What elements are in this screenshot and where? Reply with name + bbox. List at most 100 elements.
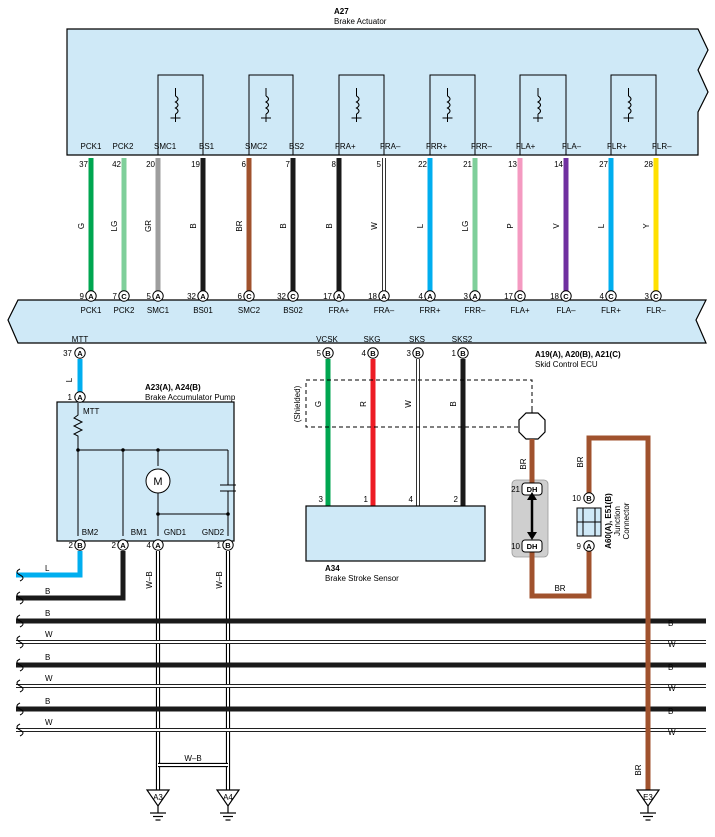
coil-icon-0 — [174, 95, 179, 115]
ecu-mtt-label: MTT — [72, 335, 89, 344]
bus-break-2 — [16, 658, 24, 672]
ecu-top-terminal-label-2: SMC1 — [147, 306, 170, 315]
brake-accumulator-pump-box — [56, 401, 235, 542]
pump-wire-break-0 — [16, 568, 24, 582]
actuator-terminal-label-FRR+: FRR+ — [426, 142, 447, 151]
brake-stroke-sensor-box — [305, 505, 486, 562]
ecu-top-pin-circle-1 — [118, 290, 130, 302]
pump-pin-circle-GND2-letter: B — [225, 541, 231, 550]
ecu-top-terminal-label-4: SMC2 — [238, 306, 261, 315]
bus-break-0 — [16, 614, 24, 628]
pump-pin-label-BM1: BM1 — [131, 528, 148, 537]
pump-pin-label-BM2: BM2 — [82, 528, 99, 537]
ecu-top-pin-circle-4-letter: C — [246, 292, 252, 301]
actuator-pin-PCK2: 42 — [112, 160, 121, 169]
brake-actuator-box — [66, 28, 709, 156]
ecu-top-pin-circle-3 — [197, 290, 209, 302]
actuator-pin-FLR–: 28 — [644, 160, 653, 169]
actuator-terminal-label-FLR–: FLR– — [652, 142, 672, 151]
bus-break-1 — [16, 635, 24, 649]
ground-a4-label: A4 — [223, 793, 233, 802]
actuator-pin-FLA+: 13 — [508, 160, 517, 169]
junction-name-2: Connector — [622, 502, 631, 539]
actuator-pin-FRA–: 5 — [377, 160, 382, 169]
thermistor-icon — [72, 403, 84, 450]
pump-pin-number-GND1: 4 — [147, 541, 152, 550]
junction-name-1: Junction — [613, 506, 622, 536]
ecu-top-terminal-label-9: FRR– — [465, 306, 486, 315]
ecu-top-pin-circle-11 — [560, 290, 572, 302]
ecu-top-pin-circle-8 — [424, 290, 436, 302]
ground-a4-triangle — [215, 789, 241, 808]
bus-break-4 — [16, 702, 24, 716]
wire-gnd1-color-label: W–B — [145, 571, 154, 588]
ground-a3-label: A3 — [153, 793, 163, 802]
splice-bottom-code: DH — [527, 542, 538, 551]
ecu-mtt-pin-circle-letter: A — [77, 349, 83, 358]
ecu-mtt-pin-number: 37 — [63, 349, 72, 358]
pump-pin-circle-BM1-letter: A — [120, 541, 126, 550]
bus-wire-left-label-3: W — [45, 674, 53, 683]
ecu-top-terminal-label-3: BS01 — [193, 306, 213, 315]
pump-pin-label-GND2: GND2 — [202, 528, 225, 537]
actuator-terminal-label-BS1: BS1 — [199, 142, 215, 151]
wire-br-label-3: BR — [554, 584, 565, 593]
shield-ground-octagon-icon — [518, 412, 546, 440]
pump-top-pin-circle-letter: A — [77, 393, 83, 402]
bus-wire-right-label-2: B — [668, 663, 673, 672]
ecu-top-pin-circle-0 — [85, 290, 97, 302]
coil-icon-4 — [536, 95, 542, 115]
actuator-pin-FLA–: 14 — [554, 160, 563, 169]
pump-pin-circle-BM2 — [74, 539, 86, 551]
wire-color-label-BS1: B — [189, 223, 198, 228]
sensor-pin-number-VCSK: 3 — [319, 495, 324, 504]
node-5 — [156, 512, 160, 516]
actuator-pin-SMC1: 20 — [146, 160, 155, 169]
ecu-top-pin-circle-12-letter: C — [608, 292, 614, 301]
coil-frame-2 — [338, 74, 385, 155]
splice-arrow-up-icon — [527, 492, 537, 500]
ecu-top-terminal-label-11: FLA– — [556, 306, 576, 315]
ecu-top-pin-number-0: 9 — [80, 292, 85, 301]
ecu-top-pin-circle-7-letter: A — [381, 292, 387, 301]
ecu-top-terminal-label-5: BS02 — [283, 306, 303, 315]
wire-sensor-color-SKS1: W — [404, 400, 413, 408]
splice-arrow-down-icon — [527, 532, 537, 540]
wire-color-label-FLR+: L — [597, 223, 606, 228]
coil-frame-1 — [248, 74, 294, 155]
wire-br-ground — [586, 435, 651, 790]
sensor-pin-number-SKG: 1 — [364, 495, 369, 504]
wire-sensor-color-SKS2: B — [449, 401, 458, 406]
actuator-pin-FLR+: 27 — [599, 160, 608, 169]
ecu-top-pin-number-7: 18 — [368, 292, 377, 301]
ecu-top-pin-circle-3-letter: A — [200, 292, 206, 301]
ecu-top-pin-circle-5-letter: C — [290, 292, 296, 301]
ecu-top-pin-number-5: 32 — [277, 292, 286, 301]
ecu-sensor-pin-circle-SKS2-letter: B — [460, 349, 466, 358]
ecu-top-pin-circle-13-letter: C — [653, 292, 659, 301]
pump-pin-circle-BM2-letter: B — [77, 541, 83, 550]
bus-break-5 — [16, 723, 24, 737]
coil-icon-3 — [446, 95, 451, 115]
pump-pin-circle-GND1 — [152, 539, 164, 551]
ecu-top-pin-circle-6-letter: A — [336, 292, 342, 301]
ecu-top-pin-circle-9 — [469, 290, 481, 302]
coil-icon-2 — [355, 95, 360, 115]
wire-sensor-color-VCSK: G — [314, 401, 323, 407]
wire-color-label-SMC1: GR — [144, 220, 153, 232]
actuator-terminal-label-FRA+: FRA+ — [335, 142, 356, 151]
wire-br-label-1: BR — [519, 458, 528, 469]
ecu-top-pin-number-10: 17 — [504, 292, 513, 301]
ecu-top-pin-circle-2-letter: A — [155, 292, 161, 301]
pump-pin-number-BM2: 2 — [69, 541, 74, 550]
ground-e3-triangle — [635, 789, 661, 808]
pump-top-pin-circle — [74, 391, 86, 403]
actuator-name: Brake Actuator — [334, 17, 387, 26]
ecu-sensor-label-VCSK: VCSK — [316, 335, 338, 344]
pump-pin-circle-GND1-letter: A — [155, 541, 161, 550]
bus-wire-left-label-5: W — [45, 718, 53, 727]
actuator-terminal-label-FRR–: FRR– — [471, 142, 492, 151]
skid-control-ecu-band — [7, 299, 707, 344]
wire-color-label-FRR+: L — [416, 223, 425, 228]
